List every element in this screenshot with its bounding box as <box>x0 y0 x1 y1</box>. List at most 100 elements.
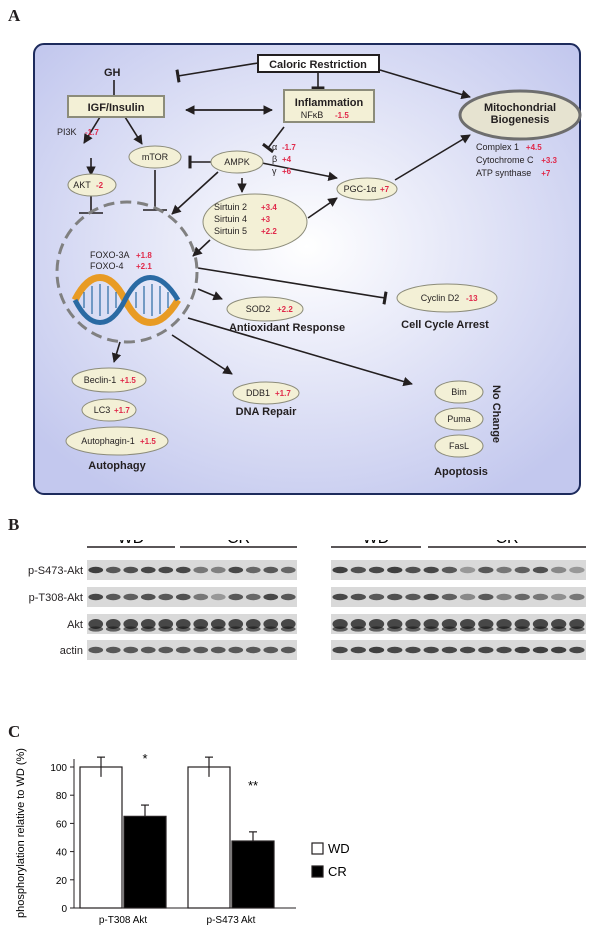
foxo-value: +2.1 <box>136 262 152 271</box>
blot-band <box>332 593 348 601</box>
blot-band <box>88 593 104 601</box>
x-tick-label: p-T308 Akt <box>99 915 148 926</box>
blot-band <box>88 626 104 632</box>
akt-node: AKT <box>73 180 91 190</box>
blot-band <box>478 593 494 601</box>
lc3-value: +1.7 <box>114 406 130 415</box>
blot-band <box>569 619 585 629</box>
panel-label-c: C <box>8 722 21 741</box>
blot-strip <box>331 587 586 607</box>
foxo-value: +1.8 <box>136 251 152 260</box>
blot-band <box>350 566 366 574</box>
blot-band <box>405 626 421 632</box>
blot-band <box>423 619 439 629</box>
phosphorylation-chart: phosphorylation relative to WD (%) 02040… <box>15 748 350 926</box>
blot-band <box>405 619 421 629</box>
blot-band <box>441 626 458 632</box>
blot-band <box>123 626 139 632</box>
blot-band <box>496 626 512 632</box>
mito-line2: Biogenesis <box>491 114 550 126</box>
ampk-subunit-label: γ <box>272 166 277 176</box>
blot-band <box>368 619 385 629</box>
blot-band <box>459 619 476 629</box>
ampk-subunit-value: -1.7 <box>282 143 296 152</box>
blot-group-cr: CR <box>495 540 518 547</box>
blot-band <box>280 626 296 632</box>
blot-band <box>532 566 549 574</box>
blot-band <box>332 646 348 654</box>
blot-band <box>158 593 174 601</box>
mito-item-label: ATP synthase <box>476 168 531 178</box>
bar-wd <box>79 766 123 909</box>
blot-band <box>193 646 209 654</box>
apoptosis-item-label: FasL <box>449 441 469 451</box>
blot-band <box>459 593 476 601</box>
blot-band <box>551 593 567 601</box>
blot-band <box>332 619 348 629</box>
blot-band <box>441 566 458 574</box>
bar-cr <box>231 840 275 909</box>
apoptosis-item-label: Puma <box>447 414 471 424</box>
blot-band <box>532 593 549 601</box>
beclin-value: +1.5 <box>120 376 136 385</box>
mito-item-label: Complex 1 <box>476 142 519 152</box>
nfkb-value: -1.5 <box>335 111 349 120</box>
blot-band <box>514 619 530 629</box>
x-tick-label: p-S473 Akt <box>207 915 256 926</box>
y-tick-label: 0 <box>61 904 67 915</box>
blot-band <box>140 646 156 654</box>
apoptosis-item-label: Bim <box>451 387 467 397</box>
blot-band <box>105 593 121 601</box>
blot-band <box>405 593 421 601</box>
blot-row-label: p-T308-Akt <box>29 592 83 604</box>
cyclin-d2-node: Cyclin D2 <box>421 293 460 303</box>
blot-band <box>280 619 296 629</box>
blot-band <box>123 646 139 654</box>
blot-band <box>175 593 191 601</box>
blot-band <box>350 646 366 654</box>
blot-band <box>459 566 476 574</box>
blot-band <box>175 626 191 632</box>
sirtuin-value: +2.2 <box>261 227 277 236</box>
blot-band <box>350 626 366 632</box>
blot-band <box>263 626 279 632</box>
blot-band <box>193 566 209 574</box>
blot-row-label: p-S473-Akt <box>28 565 83 577</box>
ampk-subunit-label: β <box>272 154 277 164</box>
blot-band <box>459 646 476 654</box>
blot-band <box>140 566 156 574</box>
beclin-node: Beclin-1 <box>84 375 117 385</box>
blot-band <box>280 593 296 601</box>
antioxidant-label: Antioxidant Response <box>229 322 345 334</box>
blot-band <box>441 593 458 601</box>
blot-band <box>140 626 156 632</box>
blot-band <box>158 566 174 574</box>
blot-band <box>175 566 191 574</box>
blot-band <box>569 566 585 574</box>
blot-band <box>496 646 512 654</box>
legend-swatch <box>311 842 324 855</box>
igf-insulin-node: IGF/Insulin <box>88 102 145 114</box>
apoptosis-item-oval <box>434 434 484 458</box>
autophagin-value: +1.5 <box>140 437 156 446</box>
blot-band <box>569 593 585 601</box>
blot-band <box>175 646 191 654</box>
apoptosis-label: Apoptosis <box>434 466 488 478</box>
blot-band <box>532 646 549 654</box>
blot-band <box>193 619 209 629</box>
blot-band <box>496 619 512 629</box>
blot-band <box>514 566 530 574</box>
blot-band <box>387 593 403 601</box>
blot-band <box>514 626 530 632</box>
apoptosis-item-oval <box>434 407 484 431</box>
blot-band <box>245 626 261 632</box>
y-tick-label: 100 <box>50 763 67 774</box>
blot-band <box>478 626 494 632</box>
blot-band <box>210 566 226 574</box>
blot-band <box>514 593 530 601</box>
blot-group-headers: WDCRWDCR <box>87 540 586 548</box>
